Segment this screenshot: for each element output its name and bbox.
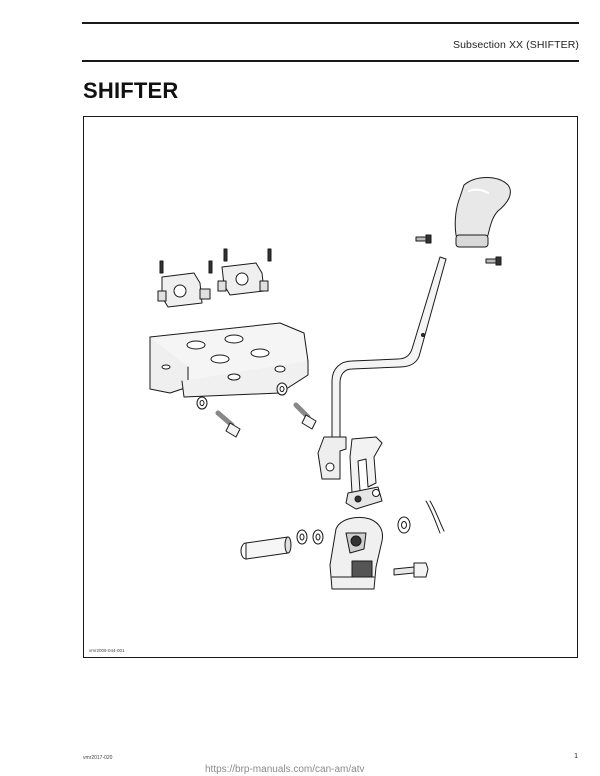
mount-screws (159, 248, 272, 274)
cotter-pin (425, 500, 445, 534)
figure-id: vmr2009-044-001 (89, 648, 125, 653)
footer-link[interactable]: https://brp-manuals.com/can-am/atv (205, 764, 365, 775)
base-washer-right (276, 382, 288, 396)
shifter-pivot-housing (329, 516, 383, 590)
clevis-pin (240, 536, 292, 560)
pin-washers (296, 529, 324, 545)
base-bolt-right (293, 402, 317, 430)
mount-block-left (157, 272, 211, 308)
shifter-base-plate (149, 322, 309, 398)
base-bolt-left (215, 410, 241, 438)
mount-block-right (217, 262, 269, 296)
shifter-exploded-diagram (149, 177, 511, 590)
header-bottom-rule (82, 60, 579, 62)
page-title: SHIFTER (83, 78, 179, 103)
shifter-knob (454, 177, 511, 248)
page-number: 1 (574, 753, 578, 760)
knob-screw-right (485, 256, 502, 266)
base-washer-left (196, 396, 208, 410)
shifter-lever (317, 256, 447, 480)
housing-bolt (393, 562, 429, 578)
subsection-label: Subsection XX (SHIFTER) (452, 39, 579, 51)
figure-frame: vmr2009-044-001 (83, 116, 578, 658)
shifter-linkage (345, 436, 383, 510)
doc-code: vmr2017-020 (83, 755, 113, 761)
knob-screw-left (415, 234, 432, 244)
header-top-rule (82, 22, 579, 24)
housing-washer (397, 516, 411, 534)
